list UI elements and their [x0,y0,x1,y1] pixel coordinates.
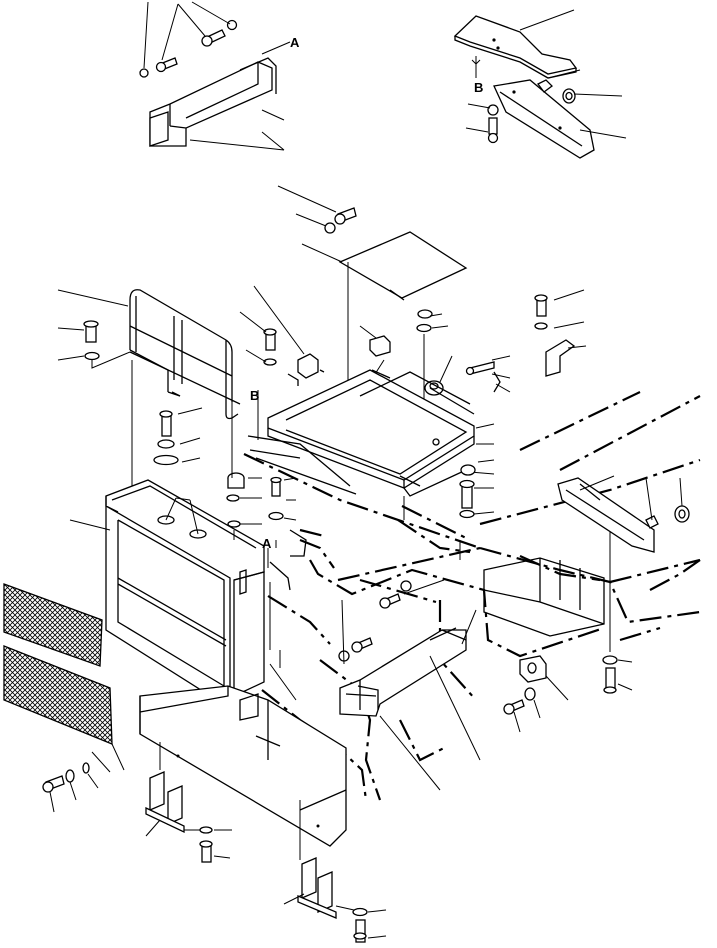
mount-group-left [239,285,325,386]
view-label-b-top: B [474,80,483,95]
spacer-icon [537,79,553,93]
washer-icon [226,19,238,31]
leader-line [240,477,297,525]
leader-line [49,743,125,813]
washer-icon [65,769,75,783]
washer-icon [524,687,536,701]
leader-line [513,675,569,733]
leader-line [579,475,683,652]
washer-icon [324,222,336,234]
leader-line [69,497,199,535]
radiator-frame-group: A [69,479,272,703]
bracket-end-block [149,111,169,147]
bolt-icon [459,479,475,509]
leader-line [553,289,587,349]
washer-icon [416,323,432,333]
bolt-icon [155,57,178,73]
front-frame-beam [139,685,347,847]
support-stand-right [283,857,387,943]
leader-line [473,487,495,515]
detail-a-bracket-group: A [139,1,300,151]
left-mount-hardware [153,407,297,528]
bracket-tab [519,655,547,683]
washer-icon [602,655,618,665]
nut-icon [417,309,433,319]
frame-rail-left [243,453,481,801]
leader-line [469,423,495,475]
bolt-icon [487,117,499,144]
rubber-pad-icon [153,454,179,466]
bolt-icon [603,667,617,694]
rubber-mount-icon [460,464,476,476]
leader-line [143,1,285,151]
mount-bracket-lower [339,629,467,717]
bolt-icon [201,29,226,47]
bolt-icon [379,593,401,609]
view-label-a-main: A [262,536,272,551]
frame-box [483,557,605,637]
view-label-b-main: B [250,388,259,403]
bolt-icon [534,294,548,317]
washer-icon [534,322,548,330]
washer-icon [84,351,100,361]
bracket-arm [239,57,277,94]
washer-icon [226,494,240,502]
leader-line [277,185,349,414]
handrail-group [57,289,241,488]
washer-icon [268,511,284,521]
bolt-icon [270,476,282,497]
nut-icon [400,580,412,592]
leader-line [465,9,627,139]
mesh-grille-group [3,583,113,745]
pin-icon [465,361,495,376]
washer-icon [263,358,277,366]
top-cover-group [277,185,468,414]
leader-line [335,905,387,939]
bolt-icon [353,919,367,943]
washer-icon [487,104,499,116]
leader-line [177,407,203,463]
leader-line [351,313,453,412]
rubber-cushion-icon [369,335,391,357]
bolt-icon [159,410,173,437]
bolt-icon [263,328,277,351]
washer-icon [82,762,90,774]
washer-icon [157,439,175,449]
cover-plate-upper [453,15,578,75]
grille-hardware [42,743,125,813]
platform-tray-group: B [247,369,495,519]
right-bracket-hardware [534,289,587,377]
right-cover-plate-group [557,475,690,694]
top-center-hardware [351,309,511,412]
clamp-bracket [545,339,576,377]
bolt-icon [334,207,357,225]
rear-frame-section [483,557,605,637]
detail-b-plates-group: B [453,9,627,159]
front-frame-beam-group [139,685,347,860]
bolt-icon [199,840,213,863]
mesh-grille-upper [3,583,103,667]
leader-line [239,285,305,363]
access-cover-plate [338,231,468,299]
assembly-lines [231,398,461,701]
leader-line [184,829,232,859]
handrail [129,289,241,420]
rubber-mount-icon [297,353,319,379]
washer-icon [199,826,213,834]
leader-line [341,579,481,791]
support-stand-left [145,771,232,863]
cover-plate-lower [493,79,595,159]
leader-line [57,289,131,369]
washer-icon [459,509,475,519]
bolt-icon [351,637,373,653]
bolt-icon [503,699,525,715]
lower-bracket-group [338,579,569,791]
bolt-icon [42,775,65,793]
washer-icon [352,907,368,917]
bolt-icon [83,320,99,343]
nut-icon [139,68,149,78]
bracket-rail [247,435,357,495]
view-label-a-top: A [290,35,300,50]
